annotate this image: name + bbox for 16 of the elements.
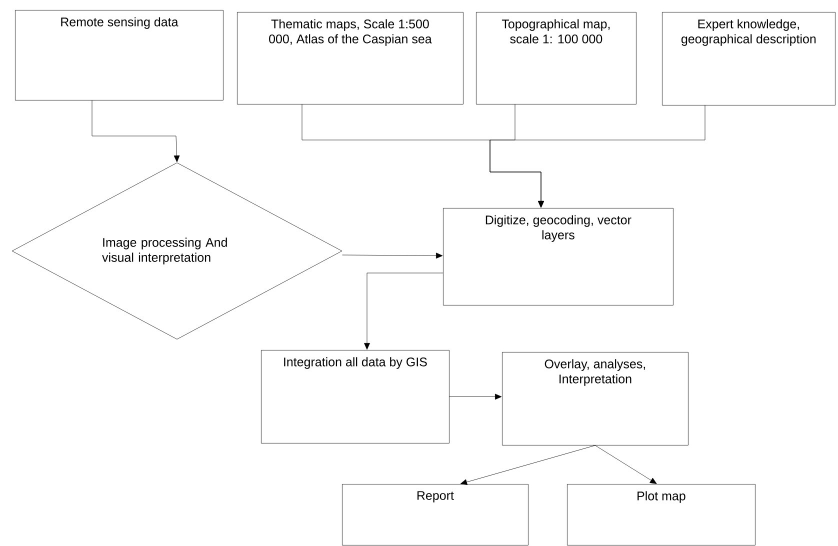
process-box: Thematic maps, Scale 1:500 000, Atlas of the Caspian sea — [237, 12, 464, 104]
process-box: Plot map — [567, 484, 756, 546]
process-box: Expert knowledge, geographical description — [662, 12, 836, 106]
arrow — [92, 100, 180, 162]
process-box: Integration all data by GIS — [261, 350, 450, 444]
process-box: Remote sensing data — [15, 10, 224, 100]
process-box: Report — [342, 484, 528, 546]
process-box: Digitize, geocoding, vector layers — [443, 208, 674, 306]
arrow — [460, 445, 596, 485]
arrow — [490, 105, 706, 208]
arrow — [342, 252, 443, 259]
arrow — [595, 445, 657, 484]
arrow — [364, 272, 444, 350]
arrow — [449, 394, 502, 400]
process-box: Topographical map, scale 1: 100 000 — [476, 12, 636, 104]
process-box: Overlay, analyses, Interpretation — [502, 352, 688, 446]
